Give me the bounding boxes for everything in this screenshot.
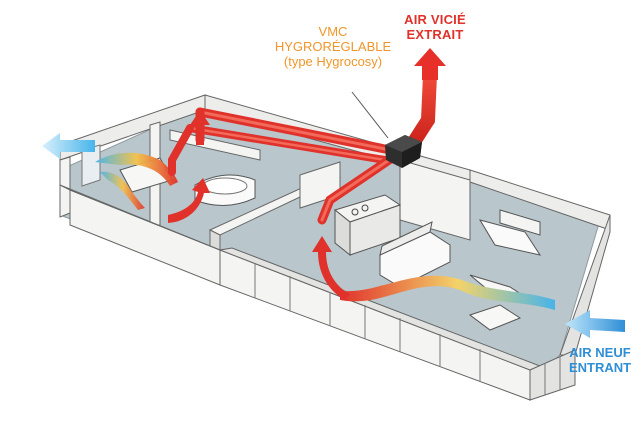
fresh-air-intake-arrow xyxy=(565,310,625,338)
kitchen-extract-arrow-icon xyxy=(312,236,350,300)
tv-unit xyxy=(499,209,541,236)
partition-bath-back xyxy=(169,129,261,161)
bathroom-extract-arrow-icon xyxy=(168,178,210,223)
partition-kitchen xyxy=(399,159,471,241)
armchair xyxy=(478,219,542,256)
vmc-label-line1: VMC xyxy=(318,24,348,39)
extracted-air-label: AIR VICIÉ EXTRAIT xyxy=(392,12,478,42)
bedroom-extract-arrow-icon xyxy=(190,110,210,145)
extracted-air-label-line1: AIR VICIÉ xyxy=(404,12,466,27)
fresh-air-label-line2: ENTRANT xyxy=(568,360,632,375)
extracted-air-label-line2: EXTRAIT xyxy=(406,27,464,42)
vmc-label-line3: (type Hygrocosy) xyxy=(283,54,383,69)
fresh-air-label: AIR NEUF ENTRANT xyxy=(557,345,643,375)
window-frames xyxy=(254,263,561,395)
vmc-leader-line xyxy=(351,91,389,139)
fresh-air-flow-bedroom xyxy=(95,152,178,186)
vmc-label-line2: HYGRORÉGLABLE xyxy=(274,39,392,54)
fresh-air-label-line1: AIR NEUF xyxy=(569,345,631,360)
front-wall-corner xyxy=(529,349,576,401)
vmc-unit-icon xyxy=(385,135,422,168)
exhaust-arrow-up-icon xyxy=(414,48,446,80)
vmc-label: VMC HYGRORÉGLABLE (type Hygrocosy) xyxy=(258,24,408,69)
fresh-air-flow-living xyxy=(340,275,555,310)
desk xyxy=(468,304,522,331)
fresh-air-flow-left-inlet xyxy=(100,171,145,210)
outgoing-air-arrow-left xyxy=(42,133,95,159)
